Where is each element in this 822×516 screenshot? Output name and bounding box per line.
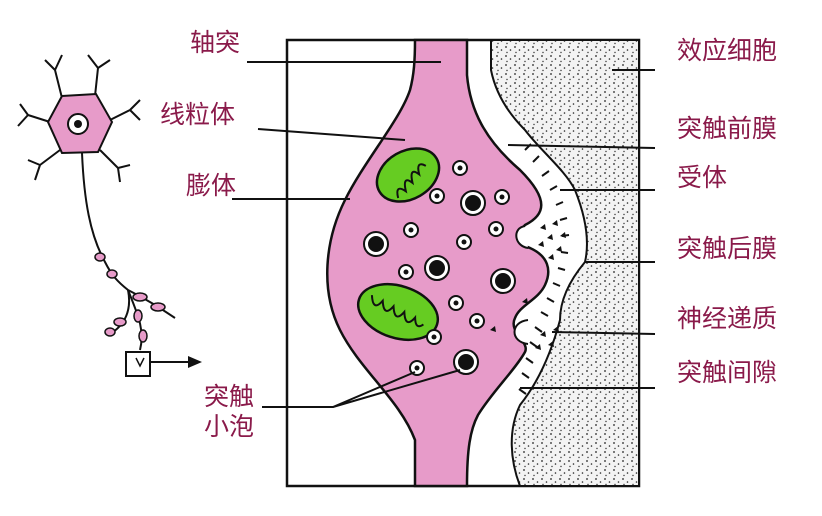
- label-neurotransmitter: 神经递质: [677, 304, 778, 333]
- synaptic-vesicles: [363, 160, 516, 376]
- label-vesicle-line1: 突触: [204, 382, 255, 411]
- label-synaptic-cleft: 突触间隙: [677, 358, 778, 387]
- mitochondrion: [356, 282, 440, 342]
- label-axon: 轴突: [190, 28, 241, 57]
- label-receptor: 受体: [677, 163, 728, 192]
- label-vesicle-line2: 小泡: [204, 412, 255, 441]
- label-bouton: 膨体: [186, 171, 237, 200]
- neurotransmitter-particles: [490, 220, 566, 350]
- neuron-illustration: [17, 54, 190, 377]
- receptors: [518, 143, 570, 395]
- label-effector-cell: 效应细胞: [677, 36, 778, 65]
- mitochondrion: [375, 147, 441, 203]
- label-presynaptic-membrane: 突触前膜: [677, 114, 778, 143]
- label-postsynaptic-membrane: 突触后膜: [677, 234, 778, 263]
- leader-lines: [232, 61, 656, 408]
- exocytosis-pocket: [513, 319, 529, 345]
- effector-cell: [490, 39, 640, 487]
- label-mitochondria: 线粒体: [160, 100, 236, 129]
- arrow-icon: [188, 356, 202, 368]
- exocytosis-pocket: [515, 225, 529, 249]
